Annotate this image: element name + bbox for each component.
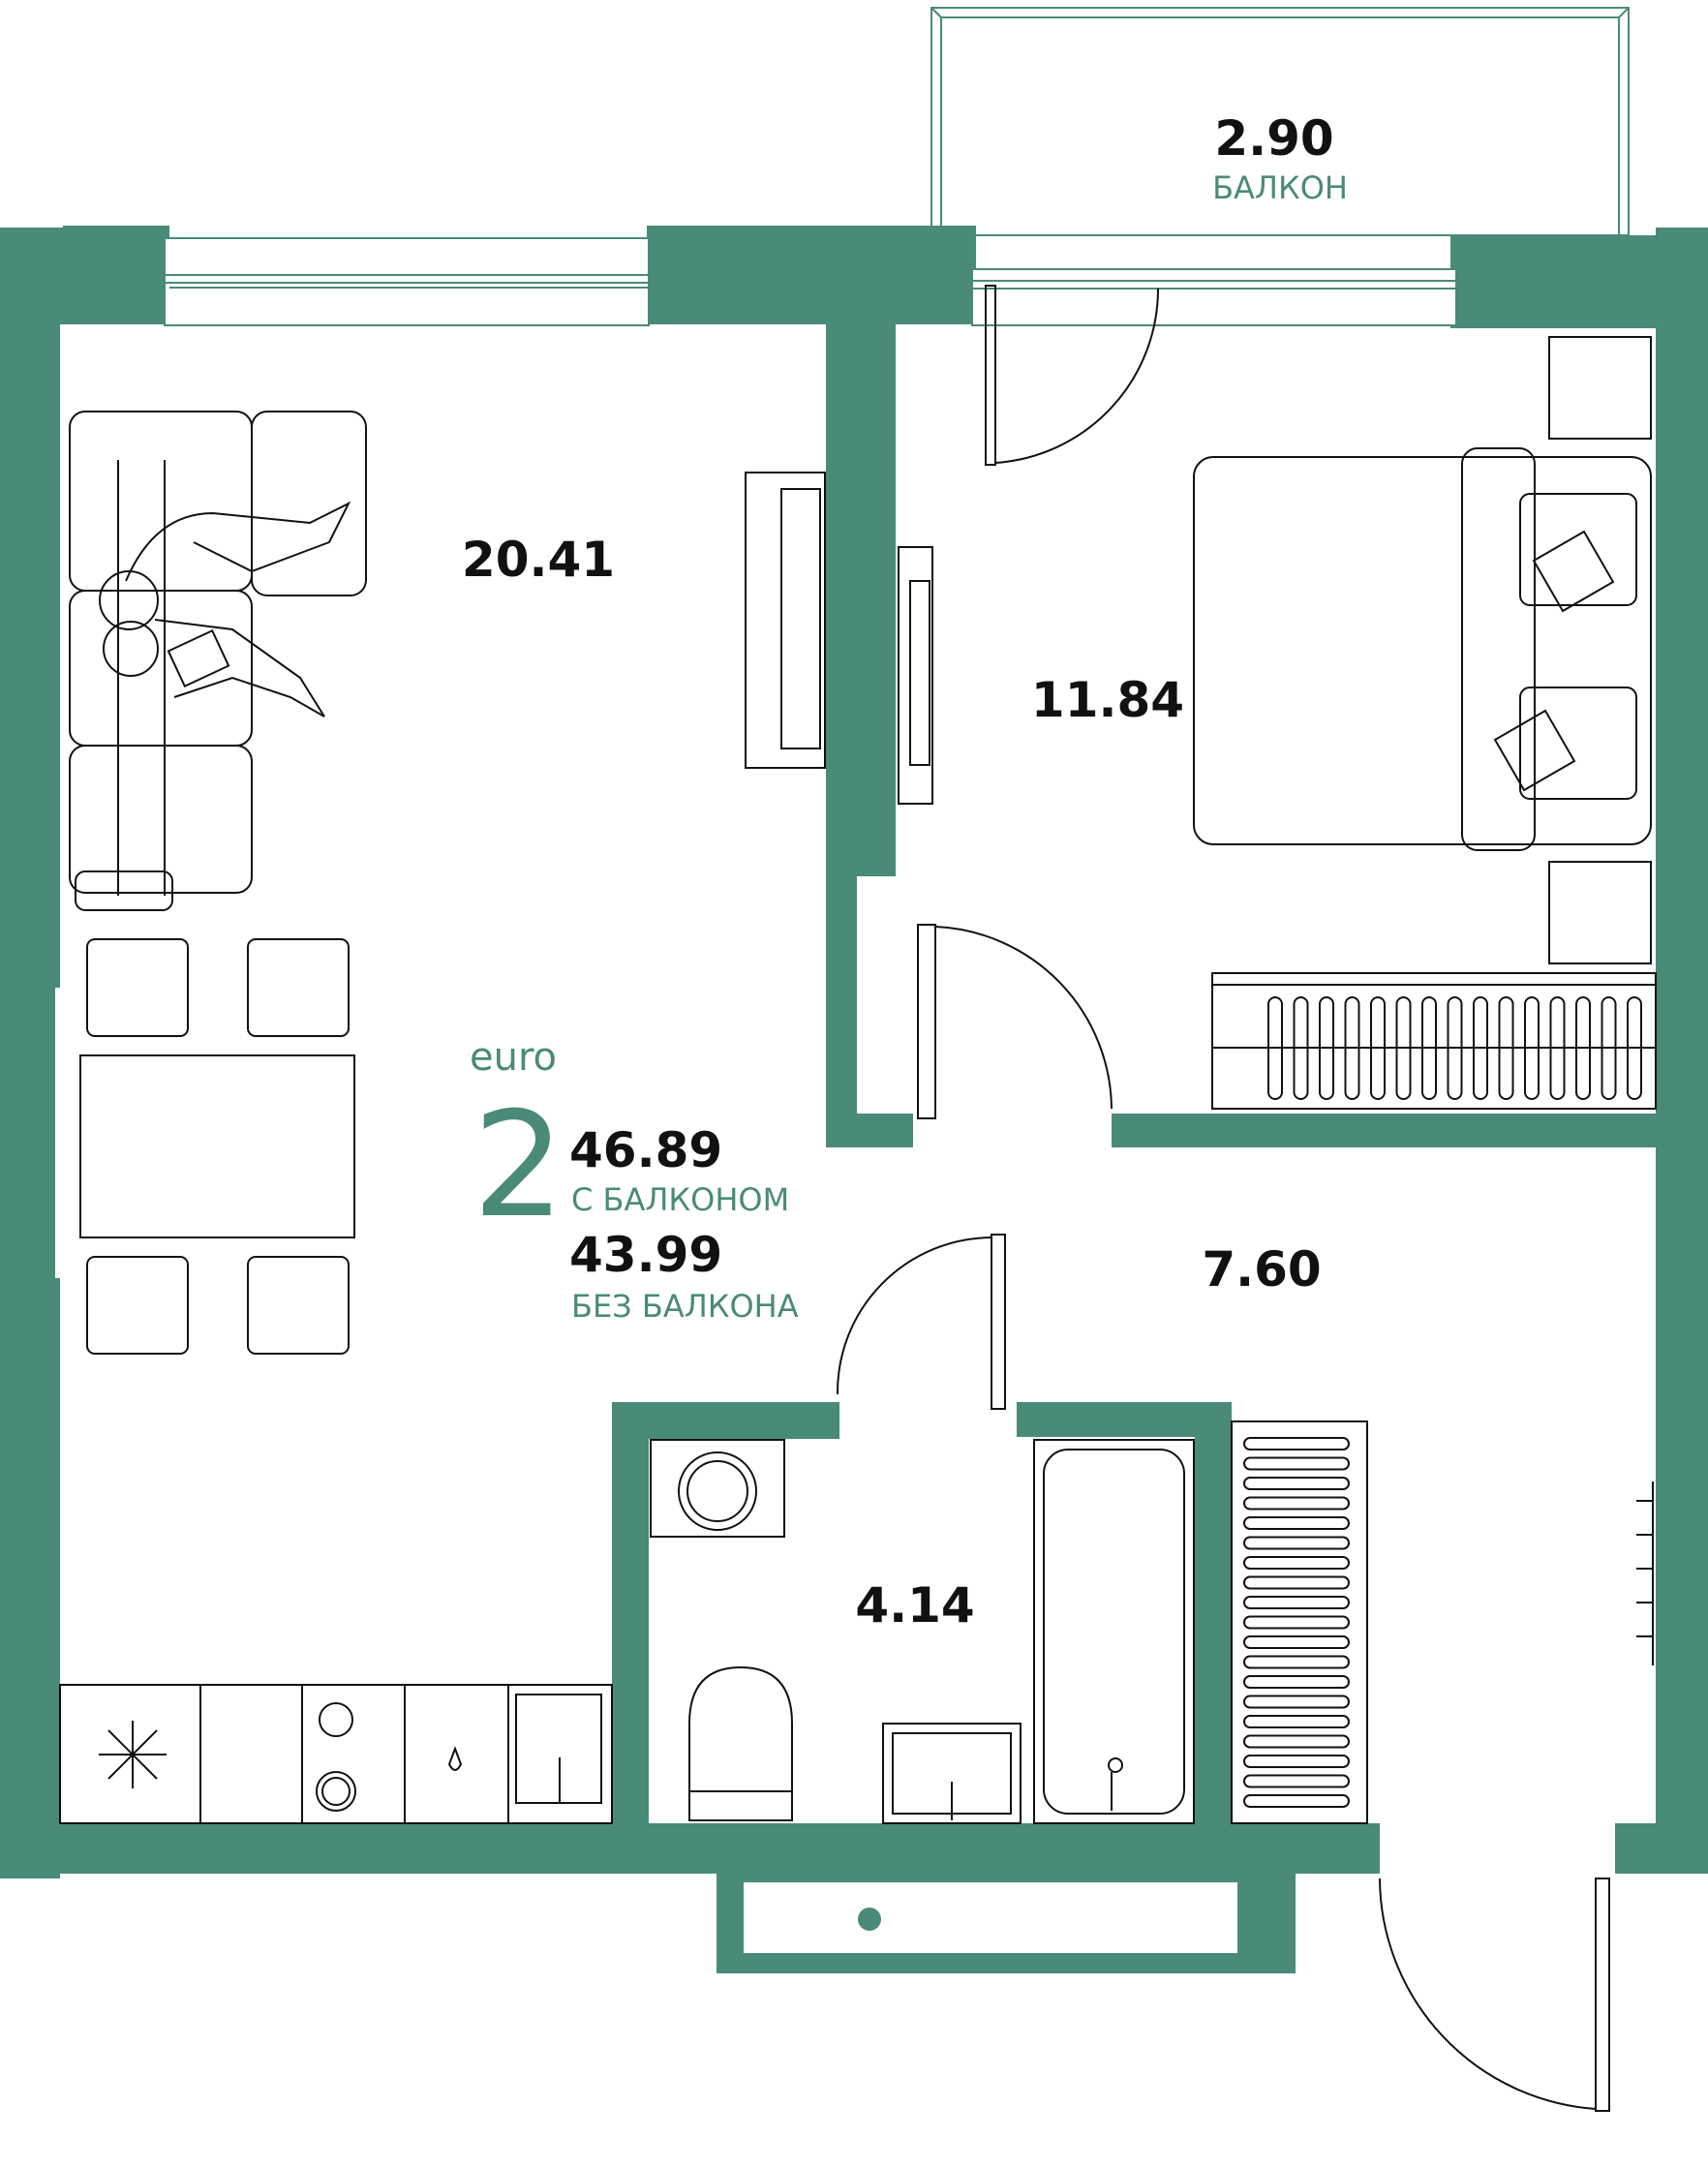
radiator-coil	[1243, 1715, 1350, 1728]
nightstands	[1548, 336, 1652, 964]
radiator-coil	[1243, 1755, 1350, 1768]
tv-icon	[745, 472, 933, 805]
faucet-icon	[447, 1746, 463, 1771]
wall-bedroom-bottom-right	[1112, 1114, 1659, 1147]
wall-bottom-right-pier	[1615, 1823, 1708, 1874]
bathroom-area: 4.14	[855, 1577, 974, 1634]
balcony-label: БАЛКОН	[1212, 169, 1348, 206]
radiator-coil	[1243, 1496, 1350, 1511]
radiator-coil	[1243, 1456, 1350, 1471]
radiator-coil	[1319, 996, 1334, 1100]
radiator-coil	[1243, 1437, 1350, 1450]
apartment-rooms-count: 2	[473, 1082, 564, 1250]
wall-bath-left	[612, 1402, 649, 1857]
chair	[247, 938, 350, 1037]
door-swing-icon	[934, 926, 1113, 1110]
radiator-coil	[1524, 996, 1540, 1100]
radiator-coil	[1243, 1635, 1350, 1649]
snowflake-icon	[99, 1721, 167, 1788]
wall-right-outer	[1656, 228, 1708, 1874]
wall-top-pier-1	[63, 226, 169, 324]
area-without-balcony-caption: БЕЗ БАЛКОНА	[571, 1288, 799, 1325]
radiator-coil	[1243, 1516, 1350, 1530]
chair	[247, 1256, 350, 1355]
toilet-icon	[688, 1665, 793, 1821]
shaft-marker-icon	[858, 1908, 881, 1931]
wall-left-gap	[55, 988, 63, 1278]
door-entrance-leaf	[1595, 1878, 1610, 2112]
door-swing-icon	[1379, 1878, 1597, 2110]
door-bathroom-leaf	[991, 1234, 1006, 1410]
radiator-coil	[1549, 996, 1566, 1100]
radiator-coil	[1243, 1596, 1350, 1609]
radiator-coil	[1473, 996, 1488, 1100]
radiator-icon	[1211, 972, 1657, 1110]
radiator-coil	[1243, 1536, 1350, 1550]
radiator-coil	[1447, 996, 1463, 1100]
area-without-balcony: 43.99	[569, 1227, 722, 1283]
coat-rack	[1636, 1481, 1654, 1665]
radiator-coil	[1243, 1695, 1350, 1709]
wall-left-outer	[0, 232, 60, 1878]
radiator-coil	[1395, 996, 1412, 1100]
door-swing-icon	[994, 288, 1160, 464]
radiator-coil	[1601, 996, 1617, 1100]
kitchen-counter	[59, 1684, 613, 1824]
door-swing-icon	[836, 1237, 992, 1395]
hall-area: 7.60	[1202, 1241, 1321, 1298]
chair	[86, 938, 189, 1037]
bed-icon	[1193, 447, 1652, 851]
chair	[86, 1256, 189, 1355]
radiator-coil	[1293, 996, 1309, 1100]
wall-bath-right	[1195, 1402, 1232, 1857]
radiator-coil	[1243, 1556, 1350, 1570]
window-bedroom	[971, 268, 1457, 326]
radiator-coils	[1267, 996, 1642, 1100]
apartment-type-label: euro	[470, 1035, 557, 1080]
radiator-coil	[1243, 1774, 1350, 1788]
radiator-coil	[1498, 996, 1514, 1100]
door-balcony-leaf	[985, 285, 996, 466]
radiator-coil	[1243, 1615, 1350, 1630]
bedroom-area: 11.84	[1031, 672, 1184, 728]
radiator-coil	[1344, 996, 1360, 1100]
wall-bath-top-left	[612, 1402, 839, 1439]
wall-bottom	[0, 1823, 1380, 1874]
bathtub-icon	[1033, 1439, 1195, 1824]
radiator-coil	[1243, 1575, 1350, 1590]
sofa-icon	[69, 411, 367, 911]
radiator-coil	[1243, 1675, 1350, 1689]
doors	[836, 285, 1610, 2112]
balcony	[930, 7, 1630, 236]
wall-top-pier-3	[1450, 235, 1694, 328]
radiator-coil	[1575, 996, 1591, 1100]
radiator-coil	[1627, 996, 1642, 1100]
sink	[882, 1723, 1022, 1824]
windows	[164, 237, 1457, 326]
radiator-coil	[1243, 1794, 1350, 1808]
wall-bedroom-bottom-left	[826, 1114, 913, 1147]
living-kitchen-area: 20.41	[462, 532, 615, 588]
washing-machine-icon	[650, 1439, 785, 1538]
balcony-area: 2.90	[1214, 110, 1333, 167]
area-with-balcony: 46.89	[569, 1122, 722, 1178]
ventilation-shaft	[742, 1880, 1239, 1955]
radiator-coil	[1421, 996, 1437, 1100]
wall-partition-living-bedroom-b	[857, 324, 896, 876]
radiator-coil	[1243, 1477, 1350, 1490]
radiator-coil	[1243, 1734, 1350, 1749]
radiator-coil	[1243, 1655, 1350, 1669]
radiator-coil	[1267, 996, 1283, 1100]
radiator-coil	[1370, 996, 1386, 1100]
walls	[0, 226, 1708, 1973]
radiator-icon	[1231, 1420, 1368, 1824]
wall-partition-living-bedroom	[826, 324, 857, 1147]
radiator-coils	[1243, 1437, 1350, 1808]
area-with-balcony-caption: С БАЛКОНОМ	[571, 1181, 789, 1218]
stove-burner-icon	[316, 1702, 356, 1812]
door-bedroom-leaf	[917, 924, 936, 1119]
dining-table	[79, 938, 355, 1355]
wall-top-pier-2	[647, 226, 976, 324]
